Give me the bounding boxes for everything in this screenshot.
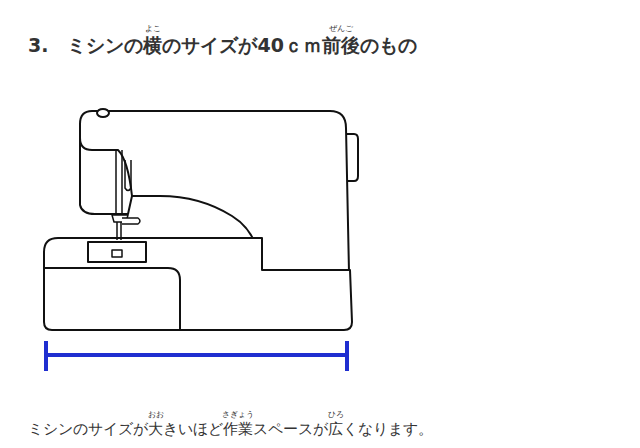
furigana: ひろ — [328, 411, 344, 419]
needle-plate — [88, 242, 146, 262]
feed-dog — [112, 250, 122, 257]
caption: ミシンのサイズが大きいほど作業スペースが広くなります。 — [28, 420, 433, 439]
machine-head — [80, 130, 132, 214]
furigana: おお — [148, 411, 164, 419]
machine-bed — [44, 238, 352, 330]
thread-guide — [125, 160, 131, 191]
furigana: ぜんご — [329, 25, 353, 33]
bed-panel — [44, 268, 180, 330]
presser-foot — [122, 218, 140, 224]
furigana: よこ — [145, 25, 161, 33]
furigana: さぎょう — [222, 411, 254, 419]
needle-bar — [116, 150, 122, 215]
width-bar — [46, 341, 347, 371]
spool-pin — [97, 109, 109, 117]
needle — [117, 222, 121, 240]
heading: 3. ミシンの横のサイズが40ｃｍ前後のもの — [28, 33, 417, 59]
